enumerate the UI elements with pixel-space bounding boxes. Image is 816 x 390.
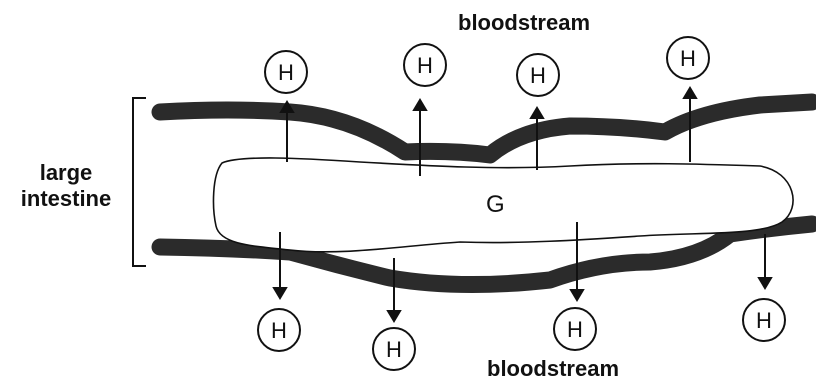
contents-label: G: [486, 191, 505, 218]
particle-h-1-label: H: [278, 60, 294, 85]
particle-h-5: H: [258, 309, 300, 351]
particle-h-3: H: [517, 54, 559, 96]
particle-h-7-label: H: [567, 317, 583, 342]
particle-h-4: H: [667, 37, 709, 79]
upper-intestine-wall: [160, 102, 812, 155]
particle-h-1: H: [265, 51, 307, 93]
large-intestine-label: large intestine: [10, 160, 122, 212]
bracket: [133, 98, 146, 266]
particle-h-8-label: H: [756, 308, 772, 333]
particle-h-8: H: [743, 299, 785, 341]
bottom-bloodstream-label: bloodstream: [487, 356, 619, 382]
particle-h-4-label: H: [680, 46, 696, 71]
particle-h-6-label: H: [386, 337, 402, 362]
particle-h-2-label: H: [417, 53, 433, 78]
particle-h-7: H: [554, 308, 596, 350]
particle-h-6: H: [373, 328, 415, 370]
particle-h-3-label: H: [530, 63, 546, 88]
particle-h-2: H: [404, 44, 446, 86]
large-intestine-label-line1: large: [10, 160, 122, 186]
large-intestine-label-line2: intestine: [10, 186, 122, 212]
particle-h-5-label: H: [271, 318, 287, 343]
top-bloodstream-label: bloodstream: [458, 10, 590, 36]
